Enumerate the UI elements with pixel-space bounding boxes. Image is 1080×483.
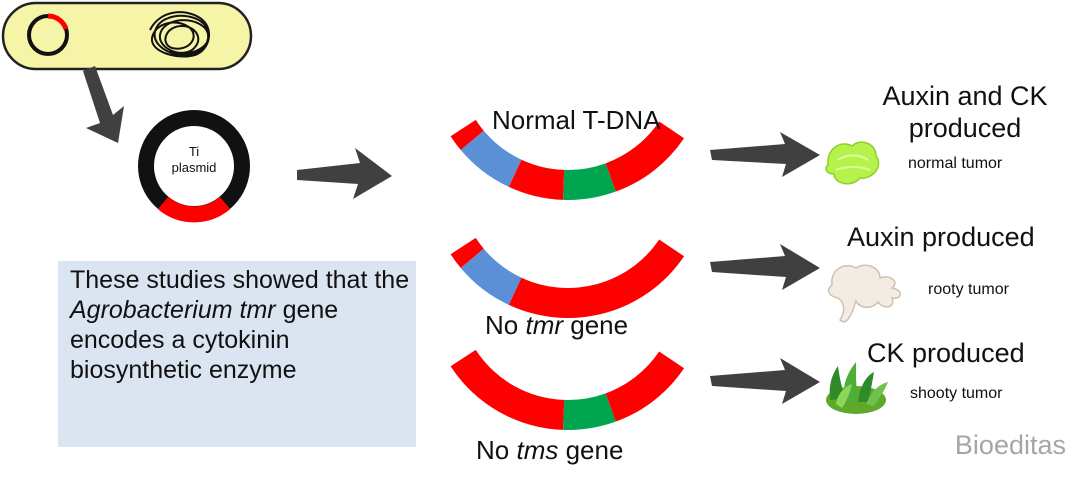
outcome-subtitle-normal: normal tumor <box>908 155 1003 172</box>
arrow-cell-to-plasmid <box>83 66 124 143</box>
construct-arc-no-tms-segment-2 <box>605 351 685 422</box>
arrow-plasmid-to-constructs <box>297 148 392 199</box>
construct-arc-normal-segment-4 <box>605 121 685 192</box>
conclusion-text: These studies showed that the Agrobacter… <box>70 266 410 384</box>
construct-arc-normal-segment-0 <box>450 119 484 150</box>
construct-arc-no-tmr-segment-1 <box>460 248 522 305</box>
construct-label-normal: Normal T-DNA <box>492 105 661 136</box>
arrow-normal <box>710 132 820 177</box>
gene-name-tmr: tmr <box>525 310 564 340</box>
conclusion-box: These studies showed that the Agrobacter… <box>58 261 416 447</box>
outcome-title-normal: Auxin and CK produced <box>882 81 1048 143</box>
outcome-title-rooty: Auxin produced <box>847 222 1035 252</box>
outcome-title-shooty: CK produced <box>867 338 1025 368</box>
construct-label-no-tmr: No tmr gene <box>485 310 629 340</box>
shooty-tumor-icon <box>826 362 888 414</box>
construct-arc-no-tmr-segment-0 <box>450 237 484 268</box>
chromosome-scribble-icon <box>149 11 210 58</box>
rooty-tumor-icon <box>827 264 901 323</box>
arrow-rooty <box>710 244 820 290</box>
ti-plasmid <box>138 110 250 223</box>
construct-arc-no-tms-segment-0 <box>450 349 565 430</box>
construct-arc-normal <box>450 119 685 200</box>
watermark: Bioeditas <box>954 430 1066 460</box>
construct-arc-no-tms-segment-1 <box>563 393 616 430</box>
construct-arc-normal-segment-3 <box>563 163 616 200</box>
construct-arc-no-tms <box>450 349 685 430</box>
construct-arc-no-tmr-segment-2 <box>508 239 685 318</box>
gene-name-tms: tms <box>516 435 559 465</box>
outcome-subtitle-rooty: rooty tumor <box>928 281 1009 298</box>
outcome-subtitle-shooty: shooty tumor <box>910 385 1003 402</box>
plasmid-label: Ti plasmid <box>171 144 217 175</box>
construct-arc-no-tmr <box>450 237 685 318</box>
arrow-shooty <box>710 358 820 404</box>
bacterium-cell <box>1 1 253 71</box>
construct-label-no-tms: No tms gene <box>476 435 624 465</box>
normal-tumor-icon <box>825 141 880 185</box>
construct-arc-normal-segment-1 <box>460 130 522 187</box>
construct-arc-normal-segment-2 <box>508 159 565 200</box>
construct-normal-text: Normal T-DNA <box>492 105 661 135</box>
